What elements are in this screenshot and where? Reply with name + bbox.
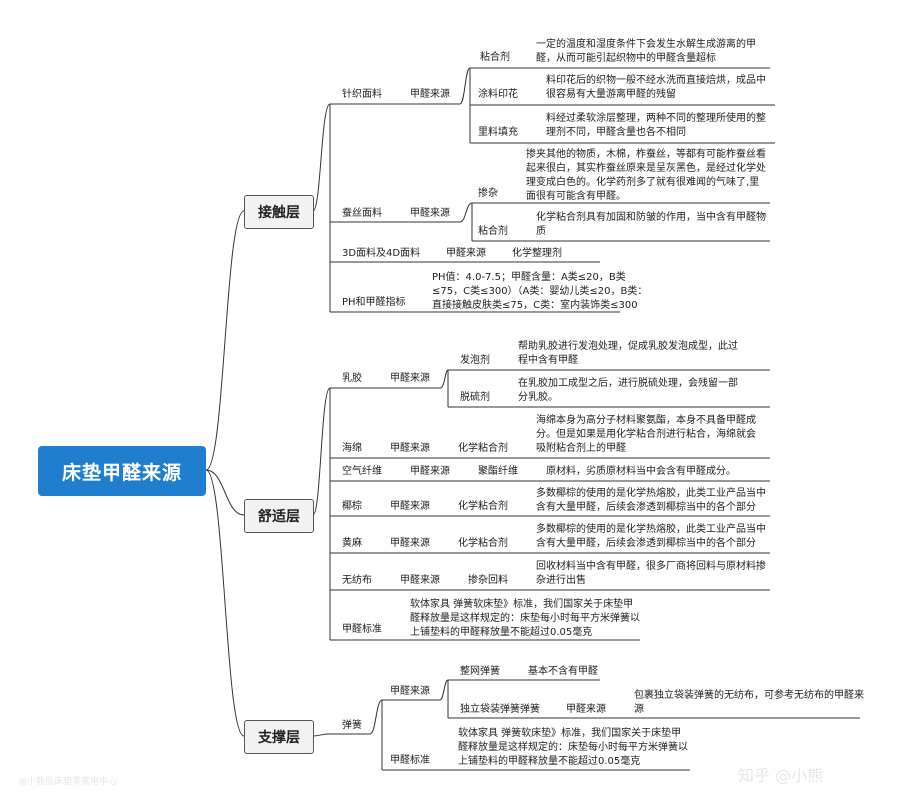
support-source-label[interactable]: 甲醛来源 (390, 686, 430, 697)
fiber-desc: 原材料，劣质原材料当中会含有甲醛成分。 (546, 466, 736, 477)
fabric3d-source[interactable]: 甲醛来源 (446, 248, 486, 259)
coir-source[interactable]: 甲醛来源 (390, 501, 430, 512)
support-standard-label[interactable]: 甲醛标准 (390, 755, 430, 766)
branch-support (205, 469, 245, 737)
fabric3d-material[interactable]: 3D面料及4D面料 (342, 248, 421, 259)
branch-contact (205, 210, 245, 471)
latex-item-foaming[interactable]: 发泡剂 (460, 355, 490, 366)
latex-source[interactable]: 甲醛来源 (390, 373, 430, 384)
coir-reason[interactable]: 化学粘合剂 (458, 501, 508, 512)
comfort-standard-desc: 软体家具 弹簧软床垫》标准，我们国家关于床垫甲醛释放量是这样规定的：床垫每小时每… (410, 599, 640, 638)
silk-item-mix[interactable]: 掺杂 (478, 188, 498, 199)
support-standard-desc: 软体家具 弹簧软床垫》标准，我们国家关于床垫甲醛释放量是这样规定的：床垫每小时每… (458, 728, 688, 767)
latex-material[interactable]: 乳胶 (342, 373, 362, 384)
silk-source[interactable]: 甲醛来源 (410, 208, 450, 219)
watermark-right: 知乎 @小熊 (738, 766, 824, 785)
ph-desc: PH值：4.0-7.5；甲醛含量：A类≤20，B类≤75，C类≤300）（A类：… (432, 272, 648, 311)
branch-comfort (205, 469, 245, 516)
fiber-material[interactable]: 空气纤维 (342, 466, 382, 477)
knit-item-adhesive-desc: 一定的温度和湿度条件下会发生水解生成游离的甲醛，从而可能引起织物中的甲醛含量超标 (536, 39, 756, 64)
fiber-reason[interactable]: 聚酯纤维 (478, 466, 518, 477)
nonwoven-source[interactable]: 甲醛来源 (400, 575, 440, 586)
node-contact-layer[interactable]: 接触层 (244, 195, 314, 229)
watermark-left: @小熊侃床垫零家电中心 (18, 777, 118, 787)
mesh-spring-desc: 基本不含有甲醛 (528, 666, 598, 677)
knit-item-print[interactable]: 涂料印花 (478, 89, 518, 100)
coir-material[interactable]: 椰棕 (342, 501, 362, 512)
silk-material[interactable]: 蚕丝面料 (342, 208, 382, 219)
root-node[interactable]: 床垫甲醛来源 (38, 446, 206, 496)
silk-item-adhesive-desc: 化学粘合剂具有加固和防皱的作用，当中含有甲醛物质 (536, 212, 766, 237)
nonwoven-desc: 回收材料当中含有甲醛，很多厂商将回料与原材料掺杂进行出售 (536, 561, 766, 586)
node-support-layer[interactable]: 支撑层 (244, 720, 314, 754)
latex-item-desulfur[interactable]: 脱硫剂 (460, 392, 490, 403)
ph-label[interactable]: PH和甲醛指标 (342, 297, 406, 308)
pocket-spring-desc: 包裹独立袋装弹簧的无纺布，可参考无纺布的甲醛来源 (634, 690, 864, 715)
fabric3d-reason[interactable]: 化学整理剂 (512, 248, 562, 259)
coir-desc: 多数椰棕的使用的是化学热熔胶，此类工业产品当中含有大量甲醛，后续会渗透到椰棕当中… (536, 488, 766, 513)
sponge-reason[interactable]: 化学粘合剂 (458, 443, 508, 454)
latex-item-foaming-desc: 帮助乳胶进行发泡处理，促成乳胶发泡成型，此过程中含有甲醛 (518, 341, 738, 366)
jute-material[interactable]: 黄麻 (342, 538, 362, 549)
sponge-material[interactable]: 海绵 (342, 443, 362, 454)
pocket-spring[interactable]: 独立袋装弹簧弹簧 (460, 704, 540, 715)
fiber-source[interactable]: 甲醛来源 (410, 466, 450, 477)
knit-item-print-desc: 料印花后的织物一般不经水洗而直接焙烘，成品中很容易有大量游离甲醛的残留 (546, 75, 766, 100)
knit-source[interactable]: 甲醛来源 (410, 89, 450, 100)
nonwoven-material[interactable]: 无纺布 (342, 575, 372, 586)
node-comfort-layer[interactable]: 舒适层 (244, 499, 314, 533)
jute-source[interactable]: 甲醛来源 (390, 538, 430, 549)
knit-material[interactable]: 针织面料 (342, 89, 382, 100)
spring-label[interactable]: 弹簧 (342, 720, 362, 731)
jute-reason[interactable]: 化学粘合剂 (458, 538, 508, 549)
sponge-desc: 海绵本身为高分子材料聚氨酯，本身不具备甲醛成分。但是如果是用化学粘合剂进行粘合，… (536, 415, 756, 454)
nonwoven-reason[interactable]: 掺杂回料 (468, 575, 508, 586)
knit-item-adhesive[interactable]: 粘合剂 (480, 52, 510, 63)
knit-item-lining[interactable]: 里料填充 (478, 127, 518, 138)
comfort-standard-label[interactable]: 甲醛标准 (342, 624, 382, 635)
sponge-source[interactable]: 甲醛来源 (390, 443, 430, 454)
silk-item-adhesive[interactable]: 粘合剂 (478, 226, 508, 237)
mesh-spring[interactable]: 整网弹簧 (460, 666, 500, 677)
jute-desc: 多数椰棕的使用的是化学热熔胶，此类工业产品当中含有大量甲醛，后续会渗透到椰棕当中… (536, 524, 766, 549)
latex-item-desulfur-desc: 在乳胶加工成型之后，进行脱硫处理，会残留一部分乳胶。 (518, 378, 738, 403)
silk-item-mix-desc: 掺夹其他的物质，木棉，柞蚕丝，等都有可能柞蚕丝看起来很白，其实柞蚕丝原来是呈灰黑… (526, 149, 766, 202)
pocket-spring-source[interactable]: 甲醛来源 (566, 704, 606, 715)
knit-item-lining-desc: 料经过柔软涂层整理，两种不同的整理所使用的整理剂不同，甲醛含量也各不相同 (546, 113, 766, 138)
